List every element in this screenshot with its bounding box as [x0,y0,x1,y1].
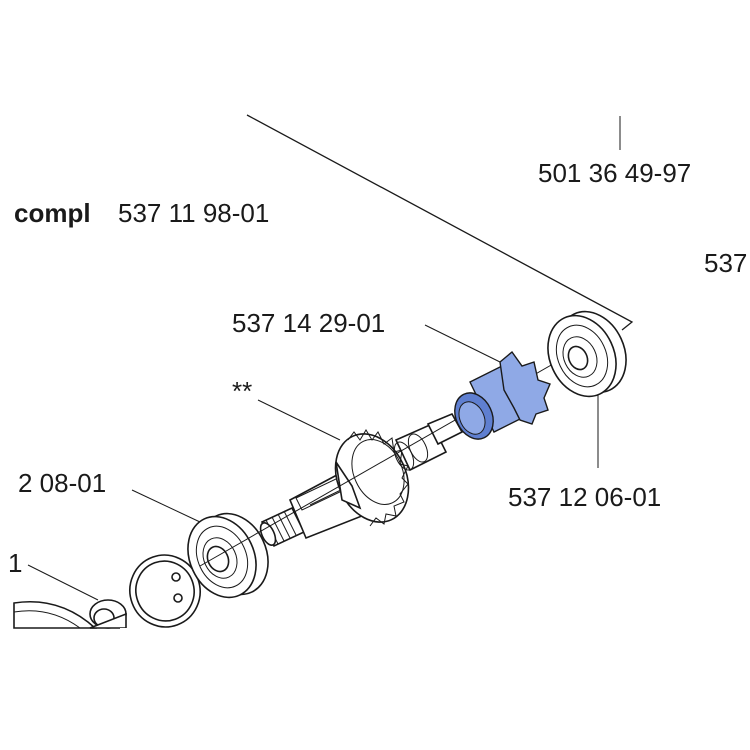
sleeve-flange [499,350,551,425]
left-ball-bearing [187,512,269,599]
small-washer [89,599,127,629]
label-left-number: 2 08-01 [18,468,106,498]
label-left-cut: 1 [8,548,22,578]
stepped-shaft [199,359,561,567]
label-compl-number: 537 11 98-01 [118,198,269,228]
right-ball-bearing [547,310,627,398]
leader-left-cut [27,564,99,601]
label-double-star: ** [232,376,252,406]
leader-double-star [257,399,341,441]
threaded-shaft-end [259,506,306,548]
label-compl-word: compl [14,198,91,228]
housing-edge-line [246,114,634,331]
bevel-gear [334,429,410,527]
highlighted-sleeve [454,350,551,440]
leader-sleeve [424,324,501,363]
label-sleeve-number: 537 14 29-01 [232,308,385,338]
leader-left-number [131,489,201,523]
label-cut-right: 537 [704,248,747,278]
label-bearing-number: 537 12 06-01 [508,482,661,512]
label-top-right-number: 501 36 49-97 [538,158,691,188]
